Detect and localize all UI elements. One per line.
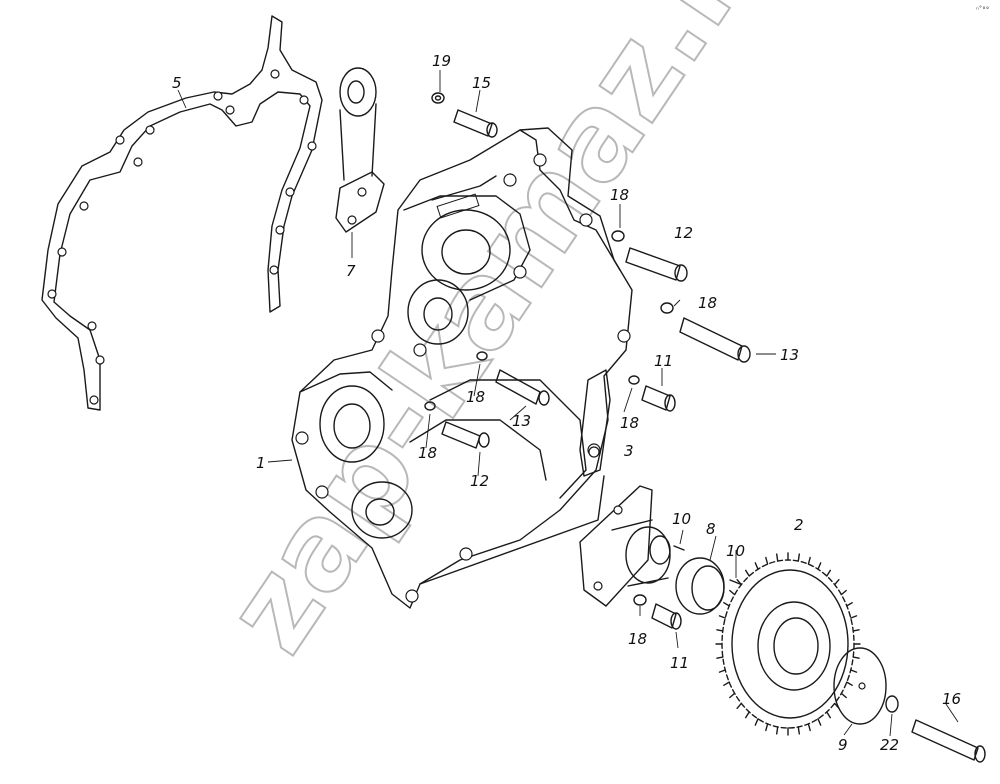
- gear-tooth: [718, 669, 726, 673]
- gear-tooth: [729, 692, 736, 699]
- part-11-bolt-lower: [651, 603, 682, 630]
- callout-10-right: 10: [726, 542, 745, 560]
- callout-8: 8: [706, 520, 716, 538]
- callout-12-middle: 12: [470, 472, 489, 490]
- part-5-gasket: [41, 15, 323, 411]
- gear-tooth: [807, 723, 811, 732]
- part-8-hub-flange: [579, 485, 725, 615]
- callout-16: 16: [942, 690, 961, 708]
- gear-tooth: [846, 681, 853, 686]
- callout-11-upper: 11: [654, 352, 673, 370]
- part-12-bolt-upper: [625, 247, 688, 282]
- gear-tooth: [716, 629, 724, 632]
- callout-5: 5: [172, 74, 182, 92]
- gear-tooth: [776, 553, 779, 562]
- gear-tooth: [852, 656, 860, 659]
- gear-tooth: [797, 553, 800, 562]
- gear-tooth: [850, 669, 858, 673]
- part-9-washer-plate: [833, 647, 887, 725]
- gear-tooth: [840, 692, 847, 699]
- gear-tooth: [745, 569, 750, 577]
- part-1-timing-housing: [291, 127, 633, 609]
- callout-18-mid: 18: [466, 388, 485, 406]
- callout-1: 1: [256, 454, 266, 472]
- callout-18-top: 18: [610, 186, 629, 204]
- callout-18-left: 18: [418, 444, 437, 462]
- gear-tooth: [834, 579, 840, 586]
- callout-22: 22: [880, 736, 899, 754]
- gear-tooth: [776, 726, 779, 735]
- callout-numbers: 5 1 7 19 15 18 12 18 13 11 18 18 13 3 18…: [172, 52, 961, 754]
- gear-tooth: [850, 615, 858, 619]
- callout-13-middle: 13: [512, 412, 531, 430]
- callout-18-mid-right: 18: [620, 414, 639, 432]
- gear-tooth: [754, 718, 759, 726]
- callout-18-right: 18: [698, 294, 717, 312]
- part-12-bolt-middle: [441, 421, 490, 449]
- corner-mark: ⁿ˚°°: [976, 6, 989, 14]
- gear-tooth: [765, 723, 769, 732]
- part-22-lock-washer: [885, 695, 899, 713]
- callout-18-bottom: 18: [628, 630, 647, 648]
- part-2-gear: [715, 552, 861, 736]
- callout-15: 15: [472, 74, 491, 92]
- gear-tooth: [826, 569, 831, 577]
- gear-tooth: [797, 726, 800, 735]
- gear-tooth: [723, 602, 730, 607]
- callout-3: 3: [624, 442, 634, 460]
- gear-tooth: [817, 718, 822, 726]
- part-13-bolt-upper: [679, 317, 751, 363]
- callout-13-upper: 13: [780, 346, 799, 364]
- gear-tooth: [716, 656, 724, 659]
- part-7-seal-plate: [335, 67, 385, 233]
- callout-9: 9: [838, 736, 848, 754]
- gear-tooth: [826, 711, 831, 719]
- watermark: zap-kamaz.ru: [199, 0, 816, 676]
- gear-tooth: [729, 589, 736, 596]
- gear-tooth: [736, 579, 742, 586]
- part-18-washers: [424, 230, 674, 606]
- callout-10-left: 10: [672, 510, 691, 528]
- leader-lines: [177, 70, 959, 737]
- gear-tooth: [736, 702, 742, 709]
- callout-19: 19: [432, 52, 451, 70]
- part-19-washer: [431, 92, 445, 104]
- gear-tooth: [723, 681, 730, 686]
- part-13-bolt-middle: [495, 369, 550, 406]
- callout-12-upper: 12: [674, 224, 693, 242]
- callout-7: 7: [346, 262, 356, 280]
- part-15-bolt: [453, 109, 498, 138]
- gear-tooth: [852, 629, 860, 632]
- callout-11-lower: 11: [670, 654, 689, 672]
- gear-tooth: [745, 711, 750, 719]
- part-11-bolt-upper: [641, 385, 676, 412]
- gear-tooth: [765, 556, 769, 565]
- part-10-pins: [673, 545, 741, 585]
- gear-tooth: [807, 556, 811, 565]
- gear-tooth: [817, 562, 822, 570]
- gear-tooth: [754, 562, 759, 570]
- gear-tooth: [846, 602, 853, 607]
- part-3-bracket: [579, 369, 611, 477]
- gear-tooth: [840, 589, 847, 596]
- callout-2: 2: [794, 516, 804, 534]
- gear-tooth: [718, 615, 726, 619]
- part-16-bolt-long: [911, 719, 986, 763]
